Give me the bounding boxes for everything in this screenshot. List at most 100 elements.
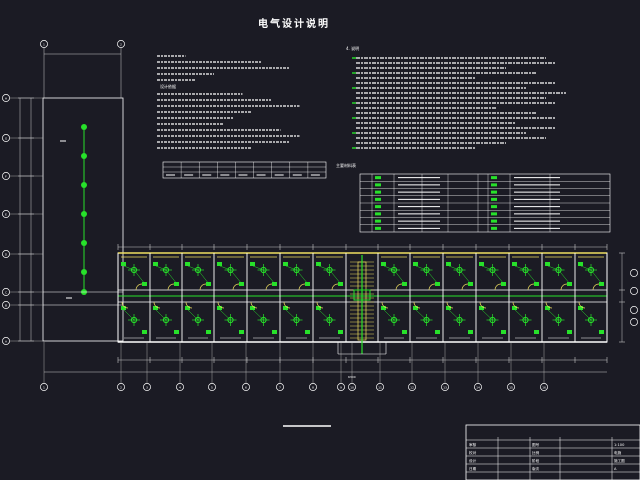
grid-bottom-bubble-label: 7 xyxy=(279,385,281,389)
title-block-label: 比例 xyxy=(532,450,540,455)
grid-right-bubble xyxy=(630,306,638,314)
grid-bottom-bubble-label: 12 xyxy=(410,385,414,389)
left-plan-fixture xyxy=(81,153,87,159)
circuit-wire xyxy=(285,265,297,271)
circuit-wire xyxy=(187,265,199,271)
circuit-wire xyxy=(296,269,309,285)
socket xyxy=(545,306,550,310)
grid-top-bubble-label: 1 xyxy=(43,42,45,46)
legend-symbol xyxy=(491,219,497,223)
notes-right xyxy=(352,57,566,149)
socket xyxy=(142,330,147,334)
door-swing xyxy=(413,301,421,309)
door-swing xyxy=(121,301,129,309)
socket xyxy=(185,306,190,310)
socket xyxy=(435,330,440,334)
grid-bottom-bubble-label: 5 xyxy=(211,385,213,389)
socket xyxy=(283,306,288,310)
door-swing xyxy=(167,283,175,291)
socket xyxy=(239,330,244,334)
socket xyxy=(283,262,288,266)
door-swing xyxy=(461,283,469,291)
circuit-wire xyxy=(580,309,592,321)
grid-bottom-bubble-label: 3 xyxy=(146,385,148,389)
door-swing xyxy=(199,283,207,291)
socket xyxy=(174,282,179,286)
door-swing xyxy=(494,283,502,291)
grid-bottom-bubble-circle xyxy=(40,383,48,391)
legend-symbol xyxy=(375,197,381,201)
grid-left-bubble-label: G xyxy=(5,136,8,140)
title-block-value: A xyxy=(614,467,617,471)
socket xyxy=(381,262,386,266)
socket xyxy=(153,262,158,266)
circuit-wire xyxy=(155,265,167,271)
door-swing xyxy=(560,283,568,291)
socket xyxy=(578,306,583,310)
grid-bottom-bubble-circle xyxy=(176,383,184,391)
circuit-wire xyxy=(285,309,297,321)
circuit-wire xyxy=(415,309,427,321)
grid-bottom-bubble-label: 11 xyxy=(378,385,382,389)
door-swing xyxy=(298,283,306,291)
legend-symbol xyxy=(491,212,497,216)
load-table-frame xyxy=(162,161,327,179)
grid-bottom-bubble-circle xyxy=(540,383,548,391)
left-plan xyxy=(18,97,124,342)
door-swing xyxy=(232,283,240,291)
socket xyxy=(402,330,407,334)
legend-symbol xyxy=(491,190,497,194)
door-swing xyxy=(381,301,389,309)
socket xyxy=(599,282,604,286)
circuit-wire xyxy=(558,269,571,285)
legend-symbol xyxy=(375,212,381,216)
grid-bottom-bubble-circle xyxy=(408,383,416,391)
circuit-wire xyxy=(329,269,342,285)
door-swing xyxy=(250,301,258,309)
circuit-wire xyxy=(525,269,538,285)
grid-top-bubble-circle xyxy=(117,40,125,48)
circuit-wire xyxy=(492,269,505,285)
circuit-wire xyxy=(514,309,526,321)
grid-left-bubble-label: H xyxy=(5,96,7,100)
door-swing xyxy=(545,301,553,309)
left-plan-frame xyxy=(42,97,124,342)
circuit-wire xyxy=(426,269,439,285)
circuit-wire xyxy=(393,269,406,285)
circuit-wire xyxy=(383,265,395,271)
door-swing xyxy=(578,301,586,309)
socket xyxy=(512,306,517,310)
grid-bottom-bubble-circle xyxy=(242,383,250,391)
socket xyxy=(468,282,473,286)
circuit-wire xyxy=(514,265,526,271)
circuit-wire xyxy=(187,309,199,321)
socket xyxy=(578,262,583,266)
socket xyxy=(185,262,190,266)
circuit-wire xyxy=(590,269,603,285)
socket xyxy=(121,306,126,310)
grid-left-bubble-circle xyxy=(2,94,10,102)
circuit-wire xyxy=(459,269,472,285)
door-swing xyxy=(527,283,535,291)
legend-symbol xyxy=(375,190,381,194)
socket xyxy=(446,262,451,266)
title-block-frame xyxy=(465,424,640,480)
grid-left-bubble-circle xyxy=(2,210,10,218)
socket xyxy=(512,262,517,266)
socket xyxy=(545,262,550,266)
legend-symbol xyxy=(491,205,497,209)
grid-bottom-bubble-circle xyxy=(276,383,284,391)
socket xyxy=(501,330,506,334)
socket xyxy=(567,282,572,286)
socket xyxy=(501,282,506,286)
title-block-label: 版次 xyxy=(532,466,540,471)
door-swing xyxy=(185,301,193,309)
socket xyxy=(250,262,255,266)
grid-bottom-bubble-circle xyxy=(474,383,482,391)
socket xyxy=(468,330,473,334)
legend-symbol xyxy=(491,197,497,201)
socket xyxy=(305,282,310,286)
